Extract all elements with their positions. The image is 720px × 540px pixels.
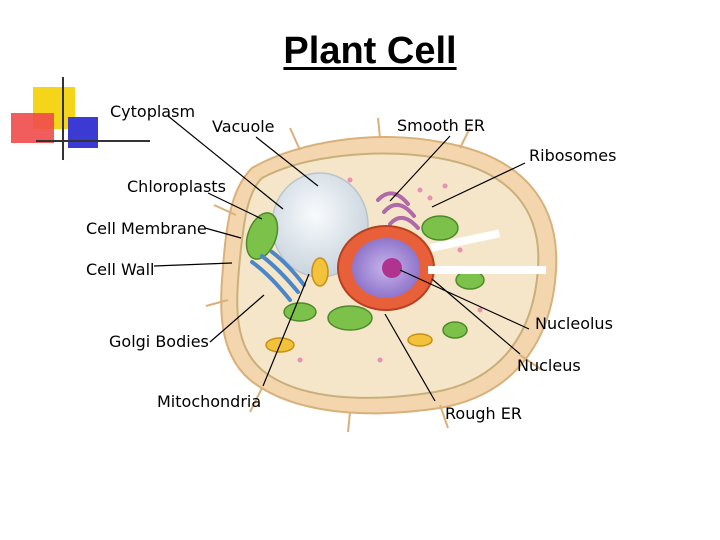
leader-lines [153, 115, 530, 402]
leader-rough-er [384, 313, 436, 402]
leader-smooth-er [389, 135, 451, 202]
label-chloroplasts: Chloroplasts [127, 177, 226, 196]
leader-chloroplasts [207, 192, 263, 220]
deco-red-square [11, 113, 54, 143]
label-vacuole: Vacuole [212, 117, 275, 136]
label-golgi-bodies: Golgi Bodies [109, 332, 209, 351]
leader-cytoplasm [167, 115, 284, 210]
ribosomes [297, 177, 483, 363]
leader-ribosomes [431, 162, 526, 208]
label-ribosomes: Ribosomes [529, 146, 617, 165]
leader-cell-wall [153, 262, 233, 267]
label-cell-wall: Cell Wall [86, 260, 155, 279]
label-smooth-er: Smooth ER [397, 116, 486, 135]
corner-decoration [11, 77, 150, 160]
nucleolus [382, 258, 402, 278]
label-cytoplasm: Cytoplasm [110, 102, 196, 121]
label-nucleolus: Nucleolus [535, 314, 613, 333]
leader-golgi [209, 294, 265, 343]
leader-mitochondria [262, 273, 310, 387]
label-nucleus: Nucleus [517, 356, 581, 375]
leader-nucleus [431, 278, 521, 355]
leader-vacuole [255, 136, 319, 187]
golgi-bodies [250, 250, 306, 302]
label-rough-er: Rough ER [445, 404, 522, 423]
label-cell-membrane: Cell Membrane [86, 219, 207, 238]
deco-blue-square [68, 117, 98, 148]
chloroplasts [245, 212, 485, 339]
label-mitochondria: Mitochondria [157, 392, 262, 411]
leader-nucleolus [399, 269, 530, 330]
nucleus [337, 225, 435, 311]
slide-title: Plant Cell [283, 30, 457, 72]
smooth-er [376, 191, 420, 230]
leader-cell-membrane [204, 227, 242, 239]
